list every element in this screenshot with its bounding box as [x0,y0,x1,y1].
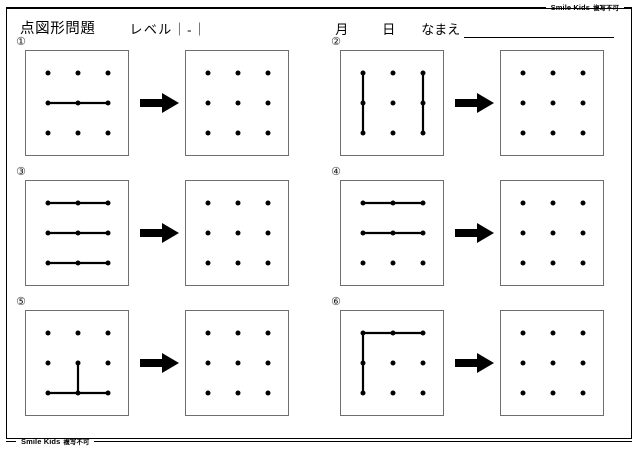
prompt-dot-grid [25,180,129,286]
problem-number: ① [16,35,26,48]
month-label: 月 [335,22,349,37]
branding-strip-bottom: Smile Kids 複写不可 [6,436,632,446]
brand-name: Smile Kids [550,2,590,12]
problem-number: ⑤ [16,295,26,308]
day-label: 日 [382,22,396,37]
problem-number: ② [331,35,341,48]
problem-2: ② [329,36,635,166]
problem-1: ① [14,36,320,166]
brand-copy-note: 複写不可 [63,439,90,446]
name-label: なまえ [421,22,461,37]
prompt-dot-grid [340,310,444,416]
answer-dot-grid[interactable] [500,180,604,286]
right-arrow-icon [140,91,180,115]
answer-dot-grid[interactable] [185,50,289,156]
problem-number: ④ [331,165,341,178]
name-input-line[interactable] [464,22,614,38]
problem-4: ④ [329,166,635,296]
page-title: 点図形問題 [20,21,96,37]
prompt-dot-grid [340,180,444,286]
page-frame [6,8,632,439]
answer-dot-grid[interactable] [185,310,289,416]
branding-rule-right [624,6,632,8]
problem-number: ③ [16,165,26,178]
problem-3: ③ [14,166,320,296]
problems-container: ① ② ③ ④ ⑤ ⑥ [14,36,626,428]
branding-rule-left [6,6,546,8]
prompt-dot-grid [25,310,129,416]
problem-5: ⑤ [14,296,320,426]
answer-dot-grid[interactable] [500,310,604,416]
branding-rule-right [94,440,632,442]
answer-dot-grid[interactable] [500,50,604,156]
branding-rule-lead [6,440,16,442]
right-arrow-icon [455,91,495,115]
right-arrow-icon [140,351,180,375]
problem-number: ⑥ [331,295,341,308]
answer-dot-grid[interactable] [185,180,289,286]
level-label: レベル｜-｜ [129,22,208,37]
right-arrow-icon [140,221,180,245]
right-arrow-icon [455,221,495,245]
problem-6: ⑥ [329,296,635,426]
right-arrow-icon [455,351,495,375]
worksheet-header: 点図形問題 レベル｜-｜ 月 日 なまえ [20,18,614,38]
prompt-dot-grid [25,50,129,156]
prompt-dot-grid [340,50,444,156]
brand-name: Smile Kids [21,436,61,446]
